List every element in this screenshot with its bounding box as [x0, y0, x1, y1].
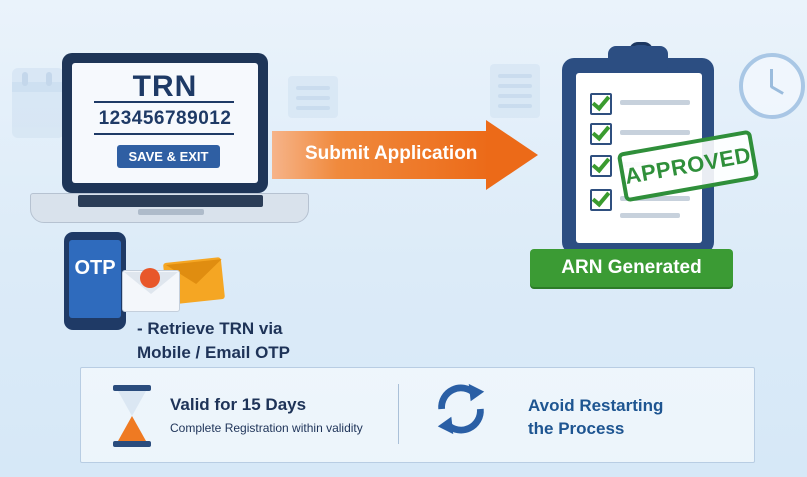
- save-exit-button[interactable]: SAVE & EXIT: [117, 145, 220, 168]
- retrieve-text: - Retrieve TRN via Mobile / Email OTP: [137, 317, 290, 365]
- avoid-line-2: the Process: [528, 419, 625, 438]
- calendar-icon: [12, 68, 64, 138]
- trn-heading: TRN: [132, 70, 198, 103]
- avoid-restarting-text: Avoid Restarting the Process: [528, 394, 663, 440]
- trn-number: 123456789012: [98, 108, 232, 129]
- avoid-line-1: Avoid Restarting: [528, 396, 664, 415]
- phone-icon: [64, 232, 126, 330]
- document-icon: [288, 76, 338, 118]
- arn-generated-banner: ARN Generated: [530, 249, 733, 287]
- divider: [94, 133, 234, 135]
- validity-subtitle: Complete Registration within validity: [170, 421, 363, 435]
- panel-divider: [398, 384, 399, 444]
- refresh-cycle-icon: [437, 383, 485, 435]
- retrieve-line-2: Mobile / Email OTP: [137, 343, 291, 362]
- retrieve-line-1: - Retrieve TRN via: [137, 319, 283, 338]
- info-panel: [80, 367, 755, 463]
- divider: [94, 101, 234, 103]
- otp-label: OTP: [74, 257, 116, 279]
- document-icon: [490, 64, 540, 118]
- submit-application-label: Submit Application: [305, 143, 478, 164]
- validity-title: Valid for 15 Days: [170, 395, 307, 414]
- clock-icon: [739, 53, 805, 119]
